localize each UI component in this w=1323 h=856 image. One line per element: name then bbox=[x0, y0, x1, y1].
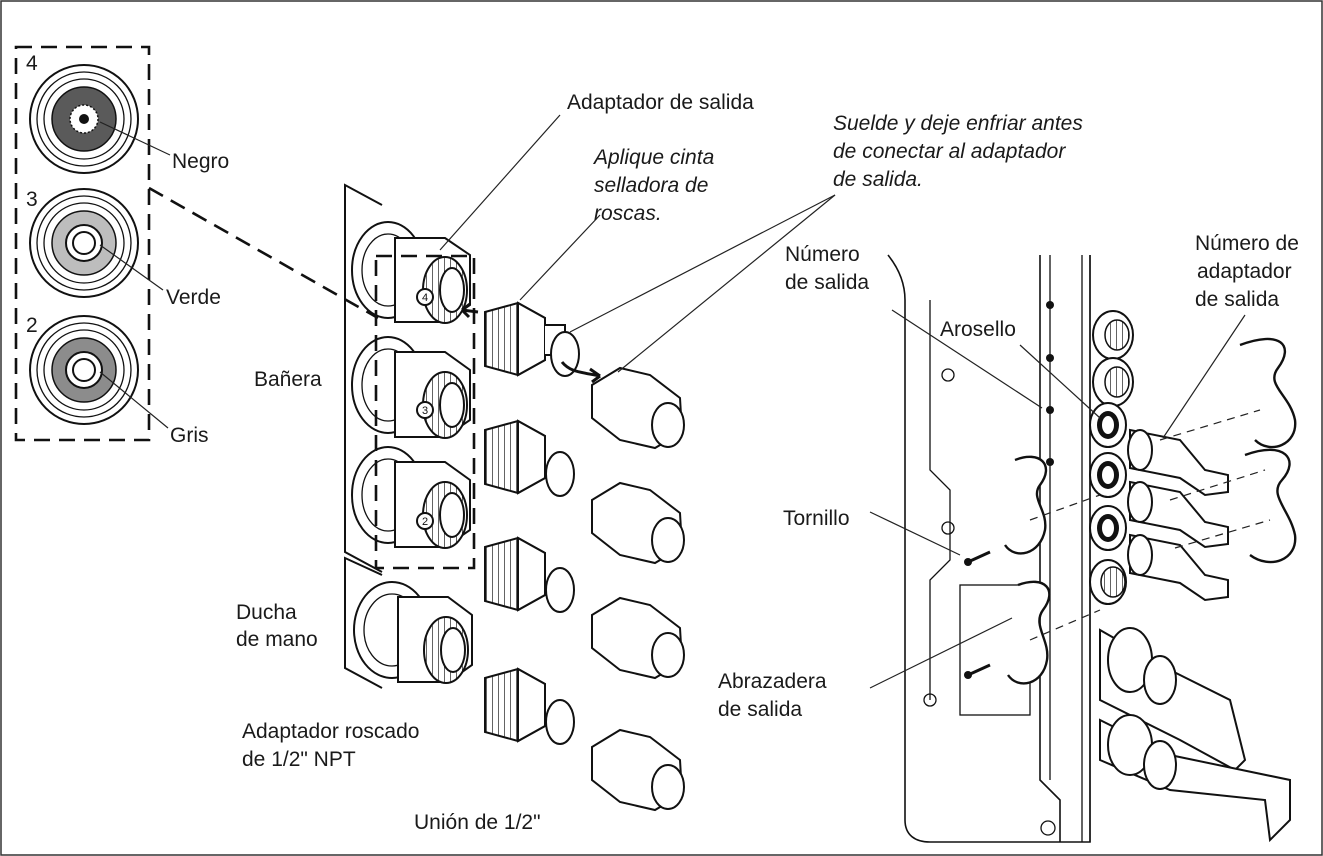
zoom-leader bbox=[148, 186, 379, 320]
adapter-number-4: 4 bbox=[422, 292, 428, 304]
arrow-connect-icon bbox=[560, 361, 601, 384]
unions bbox=[591, 366, 685, 812]
legend-number-2: 2 bbox=[26, 314, 38, 337]
label-outlet-adapter: Adaptador de salida bbox=[567, 91, 754, 114]
hand-shower-bracket bbox=[344, 556, 383, 689]
legend-item-3: 3 Verde bbox=[26, 188, 221, 309]
label-outlet-adapter-number-3: de salida bbox=[1195, 288, 1279, 311]
label-threaded-adapter-2: de 1/2" NPT bbox=[242, 748, 356, 771]
label-outlet-adapter-number-1: Número de bbox=[1195, 232, 1299, 255]
outlet-adapter-2: 2 bbox=[351, 446, 471, 549]
outlet-clamp-right-lower bbox=[1244, 448, 1297, 564]
color-legend: 4 Negro 3 Verde 2 bbox=[14, 45, 229, 447]
legend-item-4: 4 Negro bbox=[26, 52, 229, 174]
legend-number-4: 4 bbox=[26, 52, 38, 75]
label-outlet-number-2: de salida bbox=[785, 271, 869, 294]
label-outlet-clamp-2: de salida bbox=[718, 698, 802, 721]
label-tape-note-1: Aplique cinta bbox=[592, 146, 714, 169]
label-bathtub: Bañera bbox=[254, 368, 322, 391]
label-outlet-clamp-1: Abrazadera bbox=[718, 670, 827, 693]
screw-lower-icon bbox=[964, 663, 991, 679]
outlet-adapter-group bbox=[374, 254, 476, 570]
label-hand-shower-2: de mano bbox=[236, 628, 318, 651]
label-screw: Tornillo bbox=[783, 507, 850, 530]
screw-upper-icon bbox=[964, 550, 991, 566]
bathtub-bracket bbox=[344, 183, 383, 573]
label-tape-note-2: selladora de bbox=[594, 174, 708, 197]
valve-body bbox=[887, 254, 1297, 843]
legend-name-gris: Gris bbox=[170, 424, 209, 447]
label-threaded-adapter-1: Adaptador roscado bbox=[242, 720, 419, 743]
label-outlet-number-1: Número bbox=[785, 243, 860, 266]
legend-item-2: 2 Gris bbox=[26, 314, 209, 447]
outlet-clamp-right-upper bbox=[1239, 337, 1297, 449]
legend-name-verde: Verde bbox=[166, 286, 221, 309]
adapter-number-2: 2 bbox=[422, 516, 428, 528]
arrow-screw-in-icon bbox=[460, 302, 479, 319]
outlet-adapter-4: 4 bbox=[351, 221, 471, 324]
hand-shower-adapter bbox=[353, 581, 473, 684]
threaded-adapters bbox=[484, 301, 580, 745]
outlet-adapter-3: 3 bbox=[351, 336, 471, 439]
label-oring: Arosello bbox=[940, 318, 1016, 341]
label-hand-shower-1: Ducha bbox=[236, 601, 297, 624]
label-outlet-adapter-number-2: adaptador bbox=[1197, 260, 1292, 283]
legend-name-negro: Negro bbox=[172, 150, 229, 173]
label-solder-note-3: de salida. bbox=[833, 168, 923, 191]
label-solder-note-2: de conectar al adaptador bbox=[833, 140, 1066, 163]
label-tape-note-3: roscas. bbox=[594, 202, 662, 225]
legend-number-3: 3 bbox=[26, 188, 38, 211]
label-solder-note-1: Suelde y deje enfriar antes bbox=[833, 112, 1083, 135]
label-union: Unión de 1/2" bbox=[414, 811, 541, 834]
adapter-number-3: 3 bbox=[422, 405, 428, 417]
